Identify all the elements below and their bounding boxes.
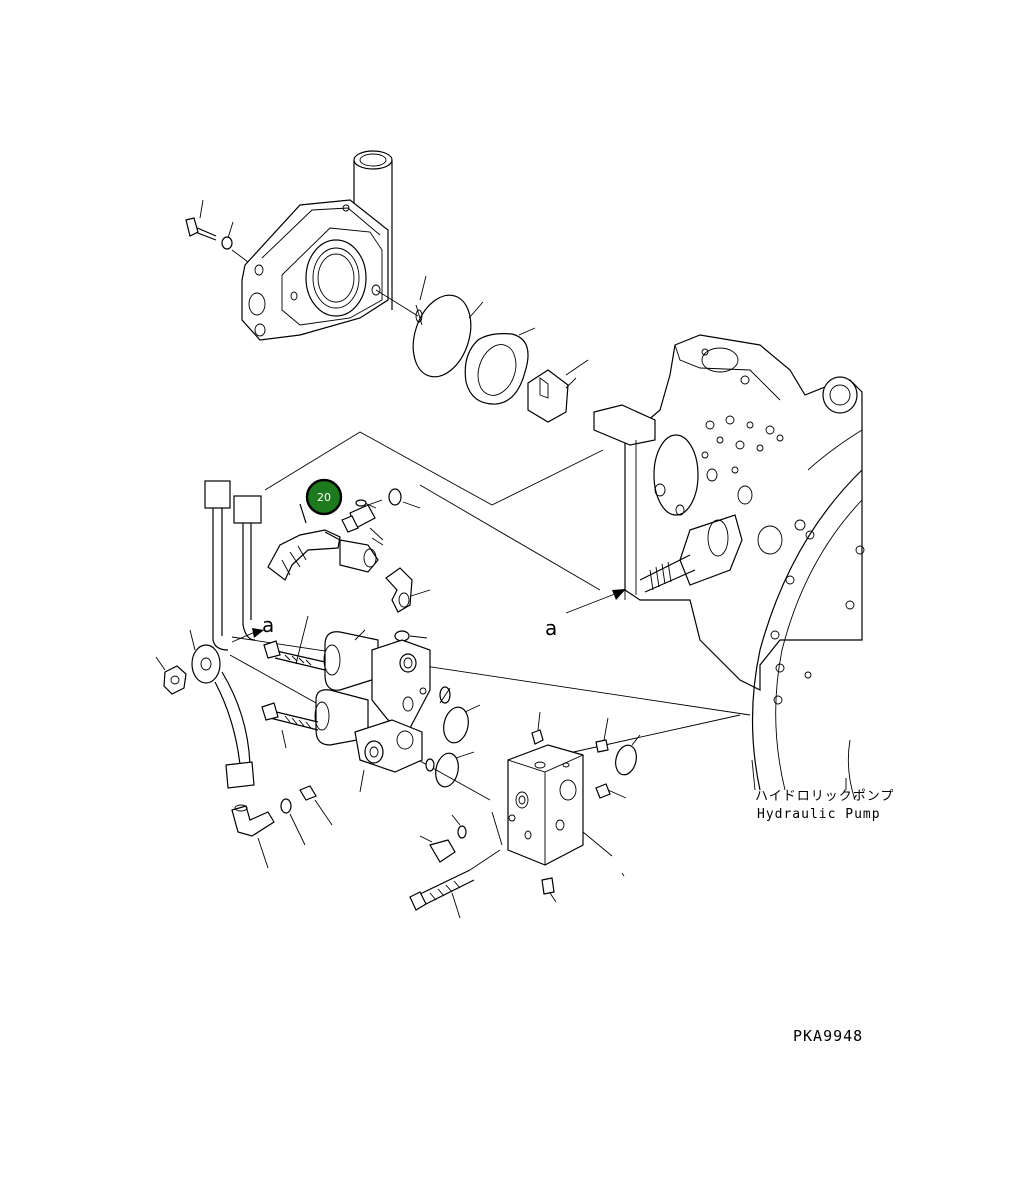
callout-number: 20 (317, 491, 331, 504)
pump-label-en: Hydraulic Pump (757, 807, 881, 822)
elbow-fitting-lower (231, 785, 333, 869)
sensor-harness (155, 480, 262, 789)
mounting-bracket (593, 404, 656, 600)
callout-badge[interactable]: 20 (305, 478, 343, 516)
drawing-code: PKA9948 (793, 1027, 863, 1045)
straight-fittings (341, 488, 431, 642)
view-marker-right: a (545, 616, 557, 640)
solenoid-valve-lower (261, 689, 475, 793)
pump-flange-housing (185, 150, 427, 341)
hydraulic-pump-body (624, 334, 865, 801)
view-arrow-right (565, 589, 626, 614)
view-marker-left: a (262, 613, 274, 637)
view-arrow-left (231, 628, 264, 643)
o-ring-and-bearing (412, 294, 589, 423)
bent-hose-fitting (267, 503, 384, 581)
pump-label-jp: ハイドロリックポンプ (755, 789, 894, 804)
solenoid-valve-upper (263, 615, 481, 744)
manifold-block (409, 711, 641, 919)
